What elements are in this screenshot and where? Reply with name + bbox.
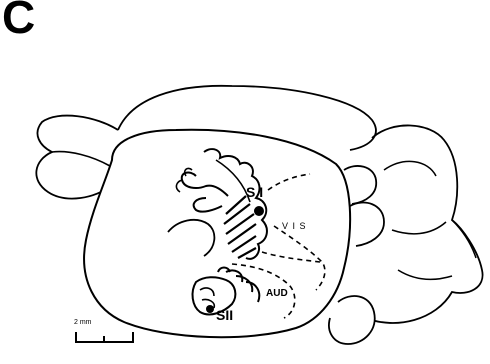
- si-marker-dot: [254, 206, 264, 216]
- label-vis: V I S: [282, 221, 307, 231]
- label-si: S I: [246, 184, 263, 200]
- cerebellum-fold: [384, 161, 436, 176]
- scale-bar: [76, 332, 133, 342]
- scale-bar-label: 2 mm: [74, 319, 92, 326]
- label-sii: SII: [216, 307, 233, 323]
- cerebellum-fold: [398, 270, 452, 279]
- label-aud: AUD: [266, 288, 288, 299]
- sii-marker-dot: [206, 305, 214, 313]
- colliculus-lower-outline: [350, 203, 384, 246]
- olfactory-inner-line: [52, 152, 110, 166]
- ventral-bulge-outline: [329, 296, 375, 344]
- brainstem-outline: [452, 220, 476, 258]
- cerebellum-fold: [392, 222, 446, 234]
